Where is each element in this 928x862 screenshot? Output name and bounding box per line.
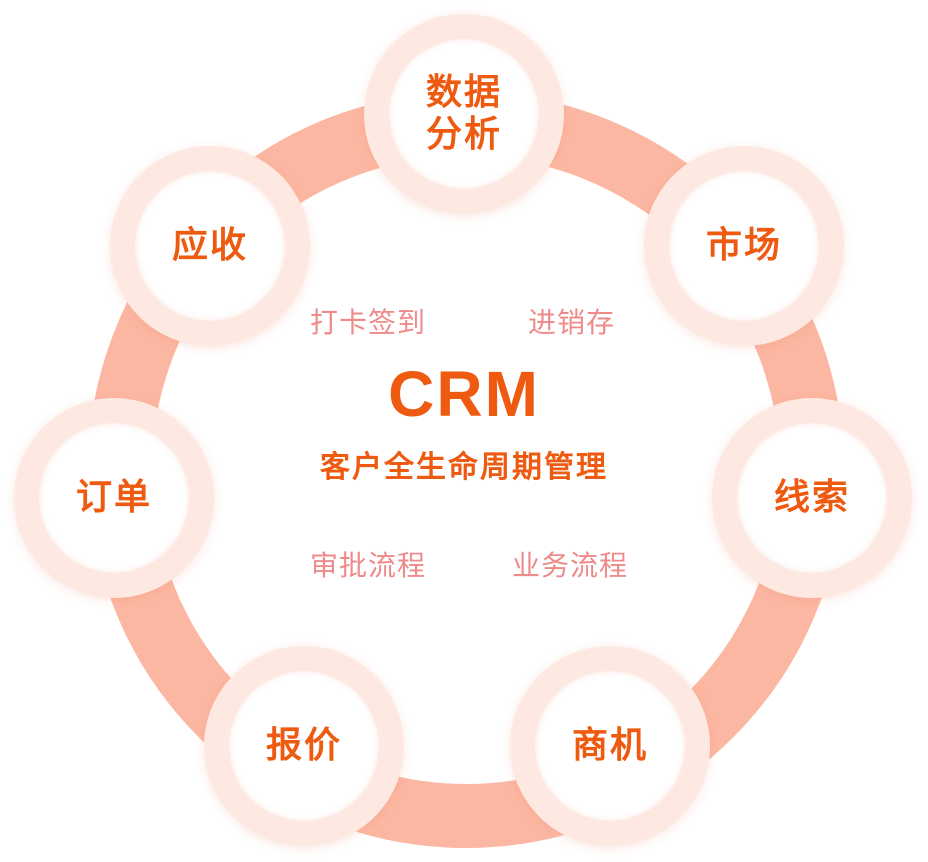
node-order-inner: 订单 <box>39 423 189 573</box>
node-receivable-inner: 应收 <box>135 171 285 321</box>
feature-checkin: 打卡签到 <box>310 306 427 339</box>
node-leads-inner: 线索 <box>737 423 887 573</box>
feature-business: 业务流程 <box>512 549 629 582</box>
feature-inventory: 进销存 <box>528 306 616 339</box>
feature-approval: 审批流程 <box>310 549 427 582</box>
node-opportunity-inner: 商机 <box>535 671 685 821</box>
node-order: 订单 <box>14 398 214 598</box>
node-market-label: 市场 <box>705 225 782 266</box>
node-leads-label: 线索 <box>773 477 850 518</box>
node-data-analysis-inner: 数据 分析 <box>389 39 539 189</box>
center-title: CRM <box>388 358 540 430</box>
node-receivable-label: 应收 <box>171 225 248 266</box>
node-quote-label: 报价 <box>265 725 342 766</box>
node-data-analysis-label: 数据 分析 <box>425 72 502 155</box>
node-order-label: 订单 <box>75 477 152 518</box>
node-data-analysis: 数据 分析 <box>364 14 564 214</box>
node-market-inner: 市场 <box>669 171 819 321</box>
node-opportunity-label: 商机 <box>571 725 648 766</box>
node-quote-inner: 报价 <box>229 671 379 821</box>
node-leads: 线索 <box>712 398 912 598</box>
node-receivable: 应收 <box>110 146 310 346</box>
node-quote: 报价 <box>204 646 404 846</box>
node-market: 市场 <box>644 146 844 346</box>
node-opportunity: 商机 <box>510 646 710 846</box>
center-subtitle: 客户全生命周期管理 <box>320 450 608 485</box>
